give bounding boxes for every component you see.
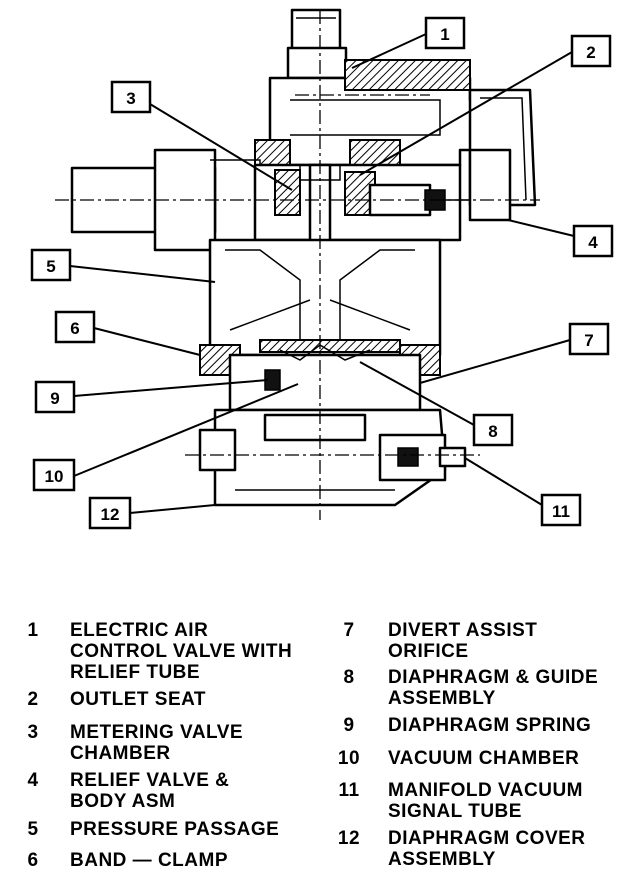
lower-body [199, 238, 442, 376]
svg-text:3: 3 [126, 89, 135, 108]
svg-text:5: 5 [46, 257, 55, 276]
svg-text:4: 4 [588, 233, 598, 252]
svg-text:12: 12 [101, 505, 120, 524]
callout-6: 6 [54, 310, 96, 344]
callout-7: 7 [568, 322, 610, 356]
callout-12: 12 [88, 496, 132, 530]
callout-1: 1 [424, 16, 466, 50]
svg-text:1: 1 [440, 25, 449, 44]
svg-text:11: 11 [552, 502, 570, 521]
callout-11: 11 [540, 493, 582, 527]
callout-9: 9 [34, 380, 76, 414]
svg-text:6: 6 [70, 319, 79, 338]
callout-4: 4 [572, 224, 614, 258]
callout-8: 8 [472, 413, 514, 447]
metering-valve-chamber [253, 163, 470, 242]
svg-text:10: 10 [45, 467, 64, 486]
diaphragm-cover-assembly [198, 408, 467, 507]
valve-cross-section-diagram: 1 2 3 4 5 6 7 8 9 10 11 12 [30, 8, 614, 530]
relief-tube [286, 8, 348, 80]
callout-10: 10 [32, 458, 76, 492]
leader-lines [69, 33, 575, 514]
callout-2: 2 [570, 34, 612, 68]
svg-text:8: 8 [488, 422, 497, 441]
svg-text:9: 9 [50, 389, 59, 408]
svg-text:7: 7 [584, 331, 593, 350]
svg-text:2: 2 [586, 43, 595, 62]
parts-legend: 1 ELECTRIC AIR CONTROL VALVE WITH RELIEF… [27, 620, 599, 871]
callout-5: 5 [30, 248, 72, 282]
callout-3: 3 [110, 80, 152, 114]
